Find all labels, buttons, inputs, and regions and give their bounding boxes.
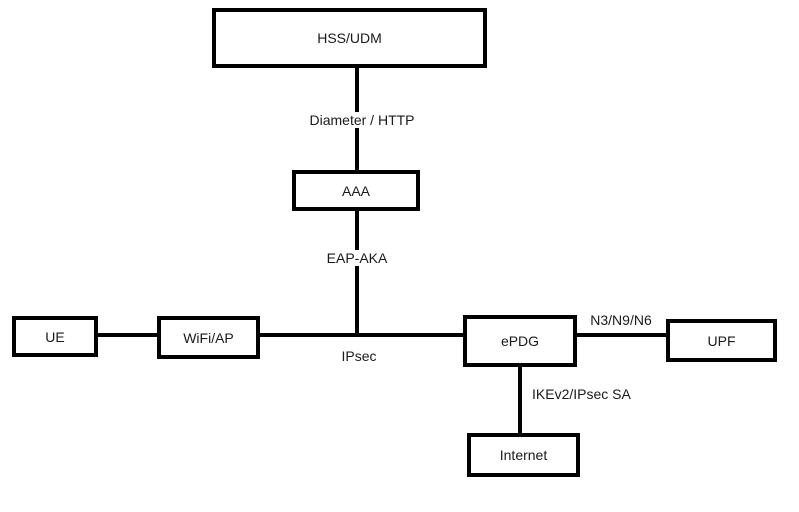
- node-ue: UE: [12, 316, 98, 357]
- edge-epdg-internet-line: [518, 365, 522, 435]
- node-epdg: ePDG: [463, 315, 577, 367]
- node-hss-udm: HSS/UDM: [212, 8, 487, 68]
- edge-aaa-mainline-line: [355, 209, 359, 337]
- edge-label-diameter-http: Diameter / HTTP: [307, 112, 417, 128]
- edge-ue-wifi-line: [96, 333, 159, 337]
- edge-wifi-epdg-line: [258, 333, 465, 337]
- edge-label-eap-aka: EAP-AKA: [324, 250, 390, 266]
- node-internet: Internet: [467, 433, 580, 477]
- node-wifi-ap: WiFi/AP: [157, 316, 260, 359]
- edge-label-n3-n9-n6: N3/N9/N6: [588, 312, 654, 328]
- edge-label-ipsec: IPsec: [339, 348, 379, 364]
- node-aaa: AAA: [292, 170, 420, 211]
- edge-epdg-upf-line: [576, 333, 667, 337]
- node-upf: UPF: [666, 319, 777, 362]
- edge-label-ikev2-ipsec-sa: IKEv2/IPsec SA: [530, 386, 633, 402]
